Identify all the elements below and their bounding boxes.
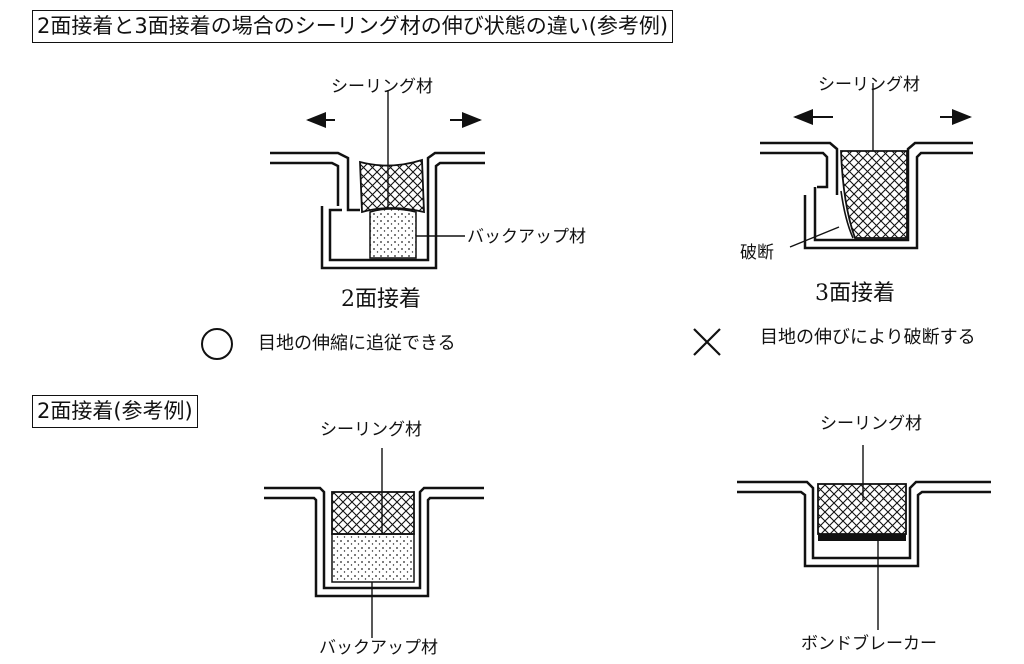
panel-left-inner <box>760 151 829 189</box>
caption-three-surface: 3面接着 <box>815 281 895 306</box>
sealant <box>817 483 907 535</box>
panel-left-inner <box>270 161 340 206</box>
backup-material <box>369 208 417 259</box>
diagram-three-surface-broken <box>760 83 973 250</box>
sealant-stretched <box>359 158 425 214</box>
label-break: 破断 <box>740 243 774 263</box>
circle-ok-icon <box>199 326 235 366</box>
diagram-with-bond-breaker <box>737 445 991 630</box>
break-line <box>840 190 854 239</box>
verdict-three-surface: 目地の伸びにより破断する <box>760 327 976 348</box>
label-sealant-bottom-right: シーリング材 <box>820 414 922 434</box>
label-bond-breaker: ボンドブレーカー <box>801 634 937 654</box>
panel-left-outer <box>270 151 360 212</box>
bond-breaker-tape <box>818 534 906 541</box>
cross-ng-icon <box>690 325 724 363</box>
label-sealant-bottom-left: シーリング材 <box>320 420 422 440</box>
label-backup-bottom-left: バックアップ材 <box>319 638 438 658</box>
leader-break <box>789 226 840 248</box>
joint-outer <box>737 480 991 560</box>
panel-right-inner <box>803 151 973 250</box>
panel-right-outer <box>328 151 485 262</box>
section-title-two-surface-example: 2面接着(参考例) <box>32 395 198 428</box>
backup-material <box>331 533 415 583</box>
verdict-two-surface: 目地の伸縮に追従できる <box>258 333 456 354</box>
panel-left-outer <box>760 141 839 195</box>
section-title-comparison: 2面接着と3面接着の場合のシーリング材の伸び状態の違い(参考例) <box>32 10 674 43</box>
panel-right-outer <box>813 141 973 242</box>
label-backup-top-left: バックアップ材 <box>467 227 586 247</box>
label-sealant-top-right: シーリング材 <box>818 75 920 95</box>
diagram-with-backup-material <box>264 448 484 638</box>
panel-right-inner <box>320 161 485 270</box>
label-sealant-top-left: シーリング材 <box>331 77 433 97</box>
caption-two-surface: 2面接着 <box>341 287 421 312</box>
sealant-torn <box>840 150 908 239</box>
sealant <box>331 491 415 535</box>
joint-inner <box>737 490 991 568</box>
diagram-two-surface-stretched <box>270 90 485 270</box>
